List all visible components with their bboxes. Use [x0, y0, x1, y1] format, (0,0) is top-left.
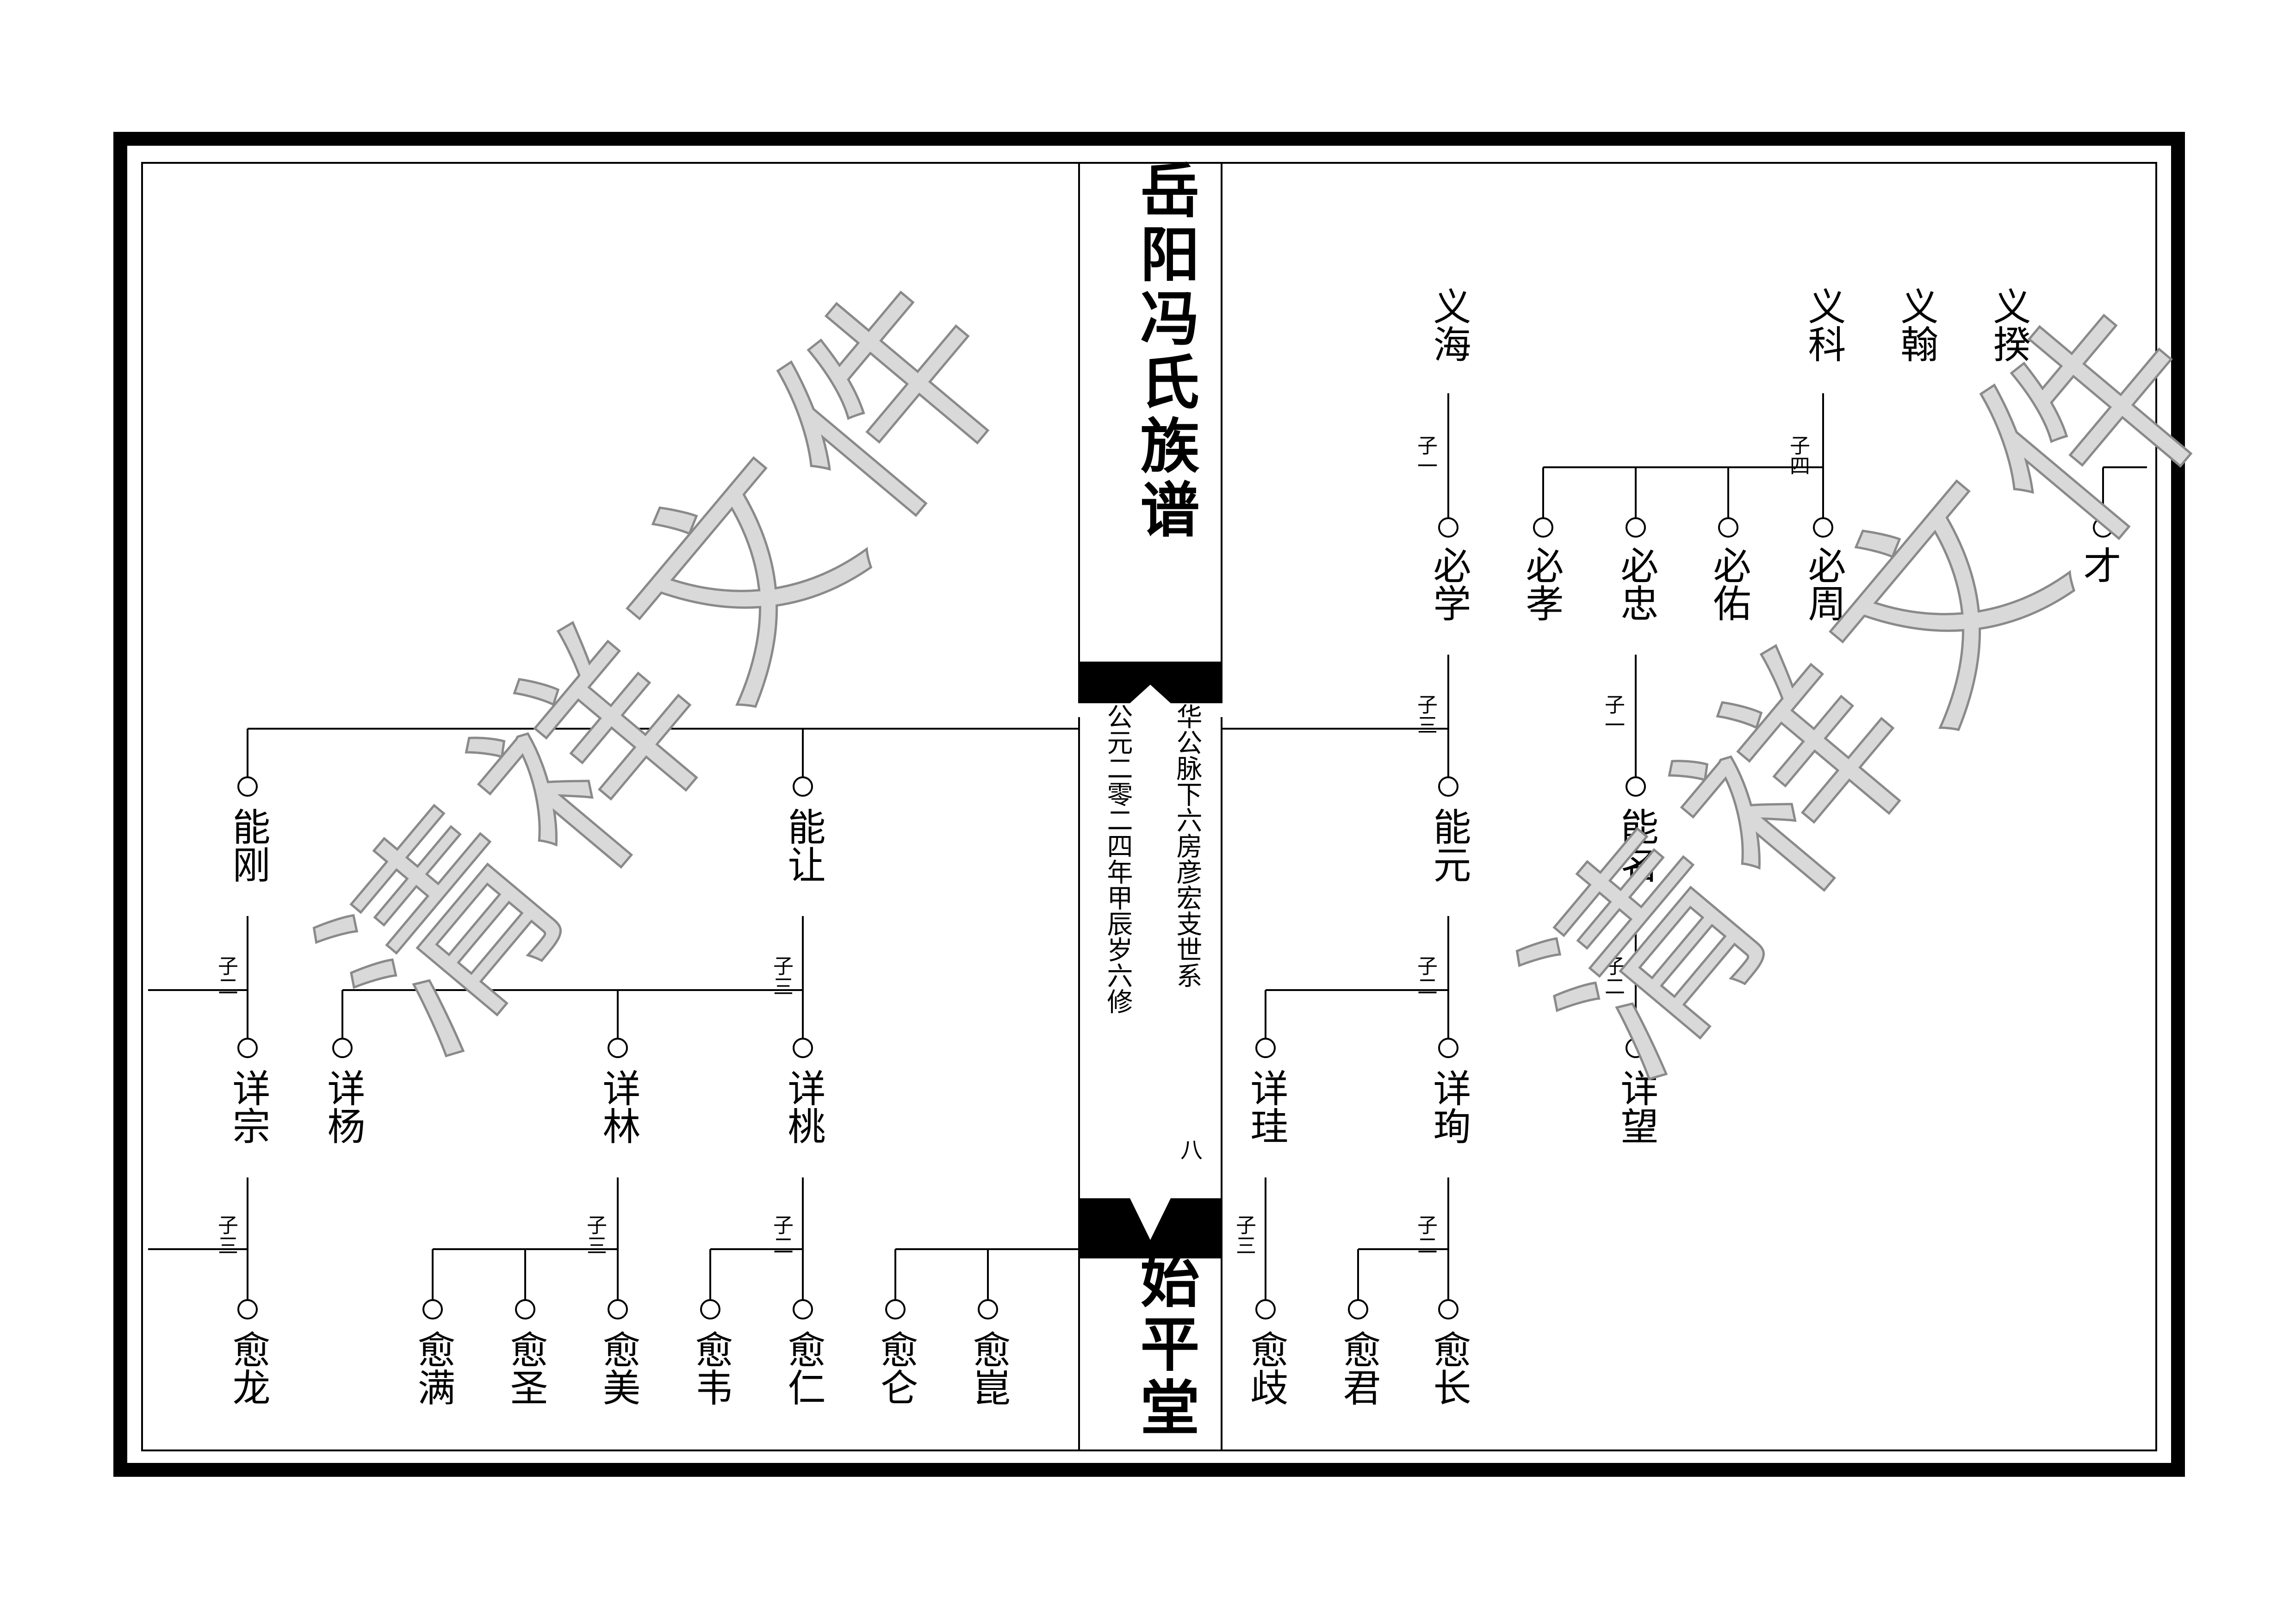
son-count-label: 子三: [583, 1214, 607, 1255]
son-count-label: 子一: [1414, 435, 1437, 476]
book-spine: [1078, 162, 1222, 1451]
person-node: [700, 1299, 720, 1319]
revision-date: 公元二零二四年甲辰岁六修: [1103, 703, 1133, 1014]
person-node: [1626, 517, 1646, 538]
person-node: [1255, 1038, 1276, 1058]
person-name: 愈崑: [966, 1330, 1010, 1406]
son-count-label: 子二: [214, 955, 238, 996]
page-title: 岳阳冯氏族谱: [1130, 160, 1199, 543]
person-name: 详珣: [1427, 1069, 1471, 1145]
person-node: [332, 1038, 353, 1058]
person-node: [237, 1038, 258, 1058]
person-node: [1626, 776, 1646, 797]
son-count-label: 子二: [1414, 1214, 1437, 1255]
person-name: 必学: [1427, 546, 1471, 622]
person-node: [1533, 517, 1553, 538]
person-name: 愈长: [1427, 1330, 1471, 1406]
person-name: 义翰: [1894, 287, 1938, 363]
person-node: [422, 1299, 443, 1319]
person-name: 愈君: [1336, 1330, 1380, 1406]
person-name: 愈韦: [689, 1330, 732, 1406]
person-node: [1255, 1299, 1276, 1319]
person-name: 必忠: [1614, 546, 1658, 622]
person-name: 必佑: [1706, 546, 1750, 622]
son-count-label: 子三: [214, 1214, 238, 1255]
person-name: 义科: [1801, 287, 1845, 363]
person-name: 能刚: [226, 807, 270, 883]
person-name: 必周: [1801, 546, 1845, 622]
person-node: [237, 776, 258, 797]
person-node: [1813, 517, 1833, 538]
person-name: 愈圣: [503, 1330, 547, 1406]
person-node: [1438, 776, 1458, 797]
person-node: [515, 1299, 535, 1319]
person-name: 能名: [1614, 807, 1658, 883]
person-name: 详桃: [781, 1069, 825, 1145]
person-node: [608, 1299, 628, 1319]
inner-border: [141, 162, 2157, 1451]
son-count-label: 子一: [1601, 694, 1625, 735]
person-name: 愈满: [411, 1330, 455, 1406]
person-node: [793, 776, 813, 797]
person-name: 愈美: [596, 1330, 640, 1406]
person-node: [793, 1299, 813, 1319]
person-node: [1626, 1038, 1646, 1058]
son-count-label: 子四: [1786, 435, 1810, 476]
person-name: 义揆: [1986, 287, 2030, 363]
son-count-label: 子二: [1601, 955, 1625, 996]
hall-name: 始平堂: [1130, 1249, 1199, 1441]
branch-subtitle: 华公脉下六房彦宏支世系: [1172, 703, 1202, 988]
outer-border: [113, 132, 2185, 1477]
person-node: [1438, 1038, 1458, 1058]
spine-ornament-top: [1078, 662, 1222, 717]
person-name: 愈仑: [874, 1330, 918, 1406]
person-node: [978, 1299, 998, 1319]
person-name: 详望: [1614, 1069, 1658, 1145]
son-count-label: 子三: [769, 955, 793, 996]
person-name: 才: [2077, 546, 2121, 584]
son-count-label: 子二: [769, 1214, 793, 1255]
person-name: 详珪: [1244, 1069, 1288, 1145]
person-node: [1348, 1299, 1368, 1319]
person-node: [237, 1299, 258, 1319]
person-name: 详宗: [226, 1069, 270, 1145]
person-name: 必孝: [1519, 546, 1563, 622]
person-name: 详杨: [321, 1069, 365, 1145]
person-name: 义海: [1427, 287, 1471, 363]
person-node: [885, 1299, 906, 1319]
person-node: [608, 1038, 628, 1058]
son-count-label: 子二: [1414, 955, 1437, 996]
person-node: [1438, 517, 1458, 538]
spine-ornament-bottom: [1078, 1198, 1222, 1258]
person-name: 愈仁: [781, 1330, 825, 1406]
person-node: [1718, 517, 1738, 538]
son-count-label: 子三: [1232, 1214, 1256, 1255]
person-node: [2093, 517, 2113, 538]
page-number: 八: [1176, 1138, 1202, 1160]
person-node: [793, 1038, 813, 1058]
person-name: 能元: [1427, 807, 1471, 883]
person-name: 愈歧: [1244, 1330, 1288, 1406]
person-name: 详林: [596, 1069, 640, 1145]
son-count-label: 子三: [1414, 694, 1437, 735]
person-name: 能让: [781, 807, 825, 883]
person-node: [1438, 1299, 1458, 1319]
person-name: 愈龙: [226, 1330, 270, 1406]
